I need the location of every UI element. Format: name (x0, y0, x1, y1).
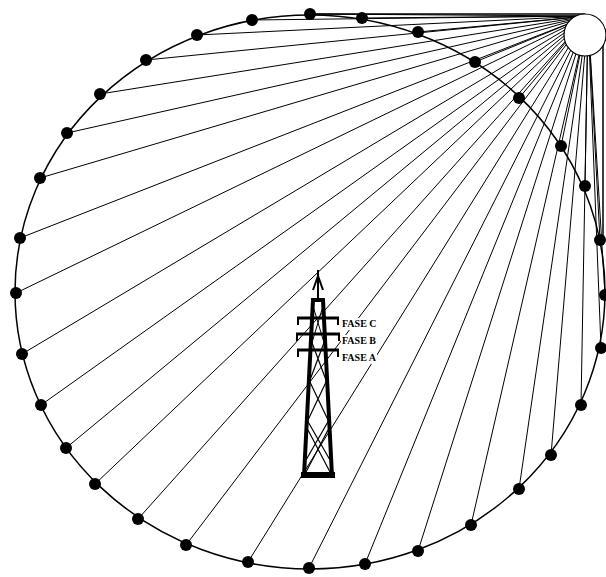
point-dot (94, 88, 106, 100)
point-dot (555, 140, 567, 152)
phase-label: FASE A (341, 352, 377, 364)
point-dot (545, 449, 557, 461)
point-dot (579, 180, 591, 192)
point-dot (10, 287, 22, 299)
point-dot (575, 399, 587, 411)
point-dot (34, 172, 46, 184)
ray-line (67, 16, 588, 133)
point-dot (513, 92, 525, 104)
phase-label: FASE C (341, 318, 378, 330)
tower-symbol (296, 270, 340, 478)
point-dot (303, 562, 315, 574)
side-line (602, 38, 604, 240)
point-dot (246, 14, 258, 26)
point-dot (242, 556, 254, 568)
ray-line (40, 16, 588, 178)
ray-line (95, 16, 588, 484)
ray-line (365, 16, 588, 564)
ray-line (20, 16, 588, 238)
point-dot (412, 26, 424, 38)
phase-label: FASE B (341, 335, 377, 347)
ray-line (551, 16, 588, 455)
ray-line (186, 16, 588, 545)
point-dot (140, 54, 152, 66)
point-dot (35, 399, 47, 411)
point-dot (191, 29, 203, 41)
point-dot (465, 519, 477, 531)
point-dot (356, 12, 368, 24)
source-circle (564, 14, 606, 56)
ray-line (519, 16, 588, 489)
point-dots (10, 8, 606, 574)
point-dot (412, 545, 424, 557)
top-line (310, 13, 585, 15)
ray-line (100, 16, 588, 94)
point-dot (595, 342, 606, 354)
point-dot (304, 8, 316, 20)
point-dot (132, 513, 144, 525)
point-dot (16, 348, 28, 360)
ray-line (588, 16, 601, 348)
ray-line (138, 16, 588, 519)
ray-line (41, 16, 588, 405)
ray-line (146, 16, 588, 60)
point-dot (180, 539, 192, 551)
ray-line (581, 16, 588, 405)
point-dot (61, 127, 73, 139)
point-dot (513, 483, 525, 495)
point-dot (469, 56, 481, 68)
ray-line (22, 16, 588, 354)
ray-lines (16, 14, 605, 568)
ray-line (310, 14, 588, 16)
ray-line (252, 16, 588, 20)
ray-line (16, 16, 588, 293)
point-dot (359, 558, 371, 570)
point-dot (60, 442, 72, 454)
point-dot (599, 289, 606, 301)
point-dot (594, 234, 606, 246)
point-dot (89, 478, 101, 490)
boundary-ellipse (15, 15, 605, 569)
point-dot (14, 232, 26, 244)
